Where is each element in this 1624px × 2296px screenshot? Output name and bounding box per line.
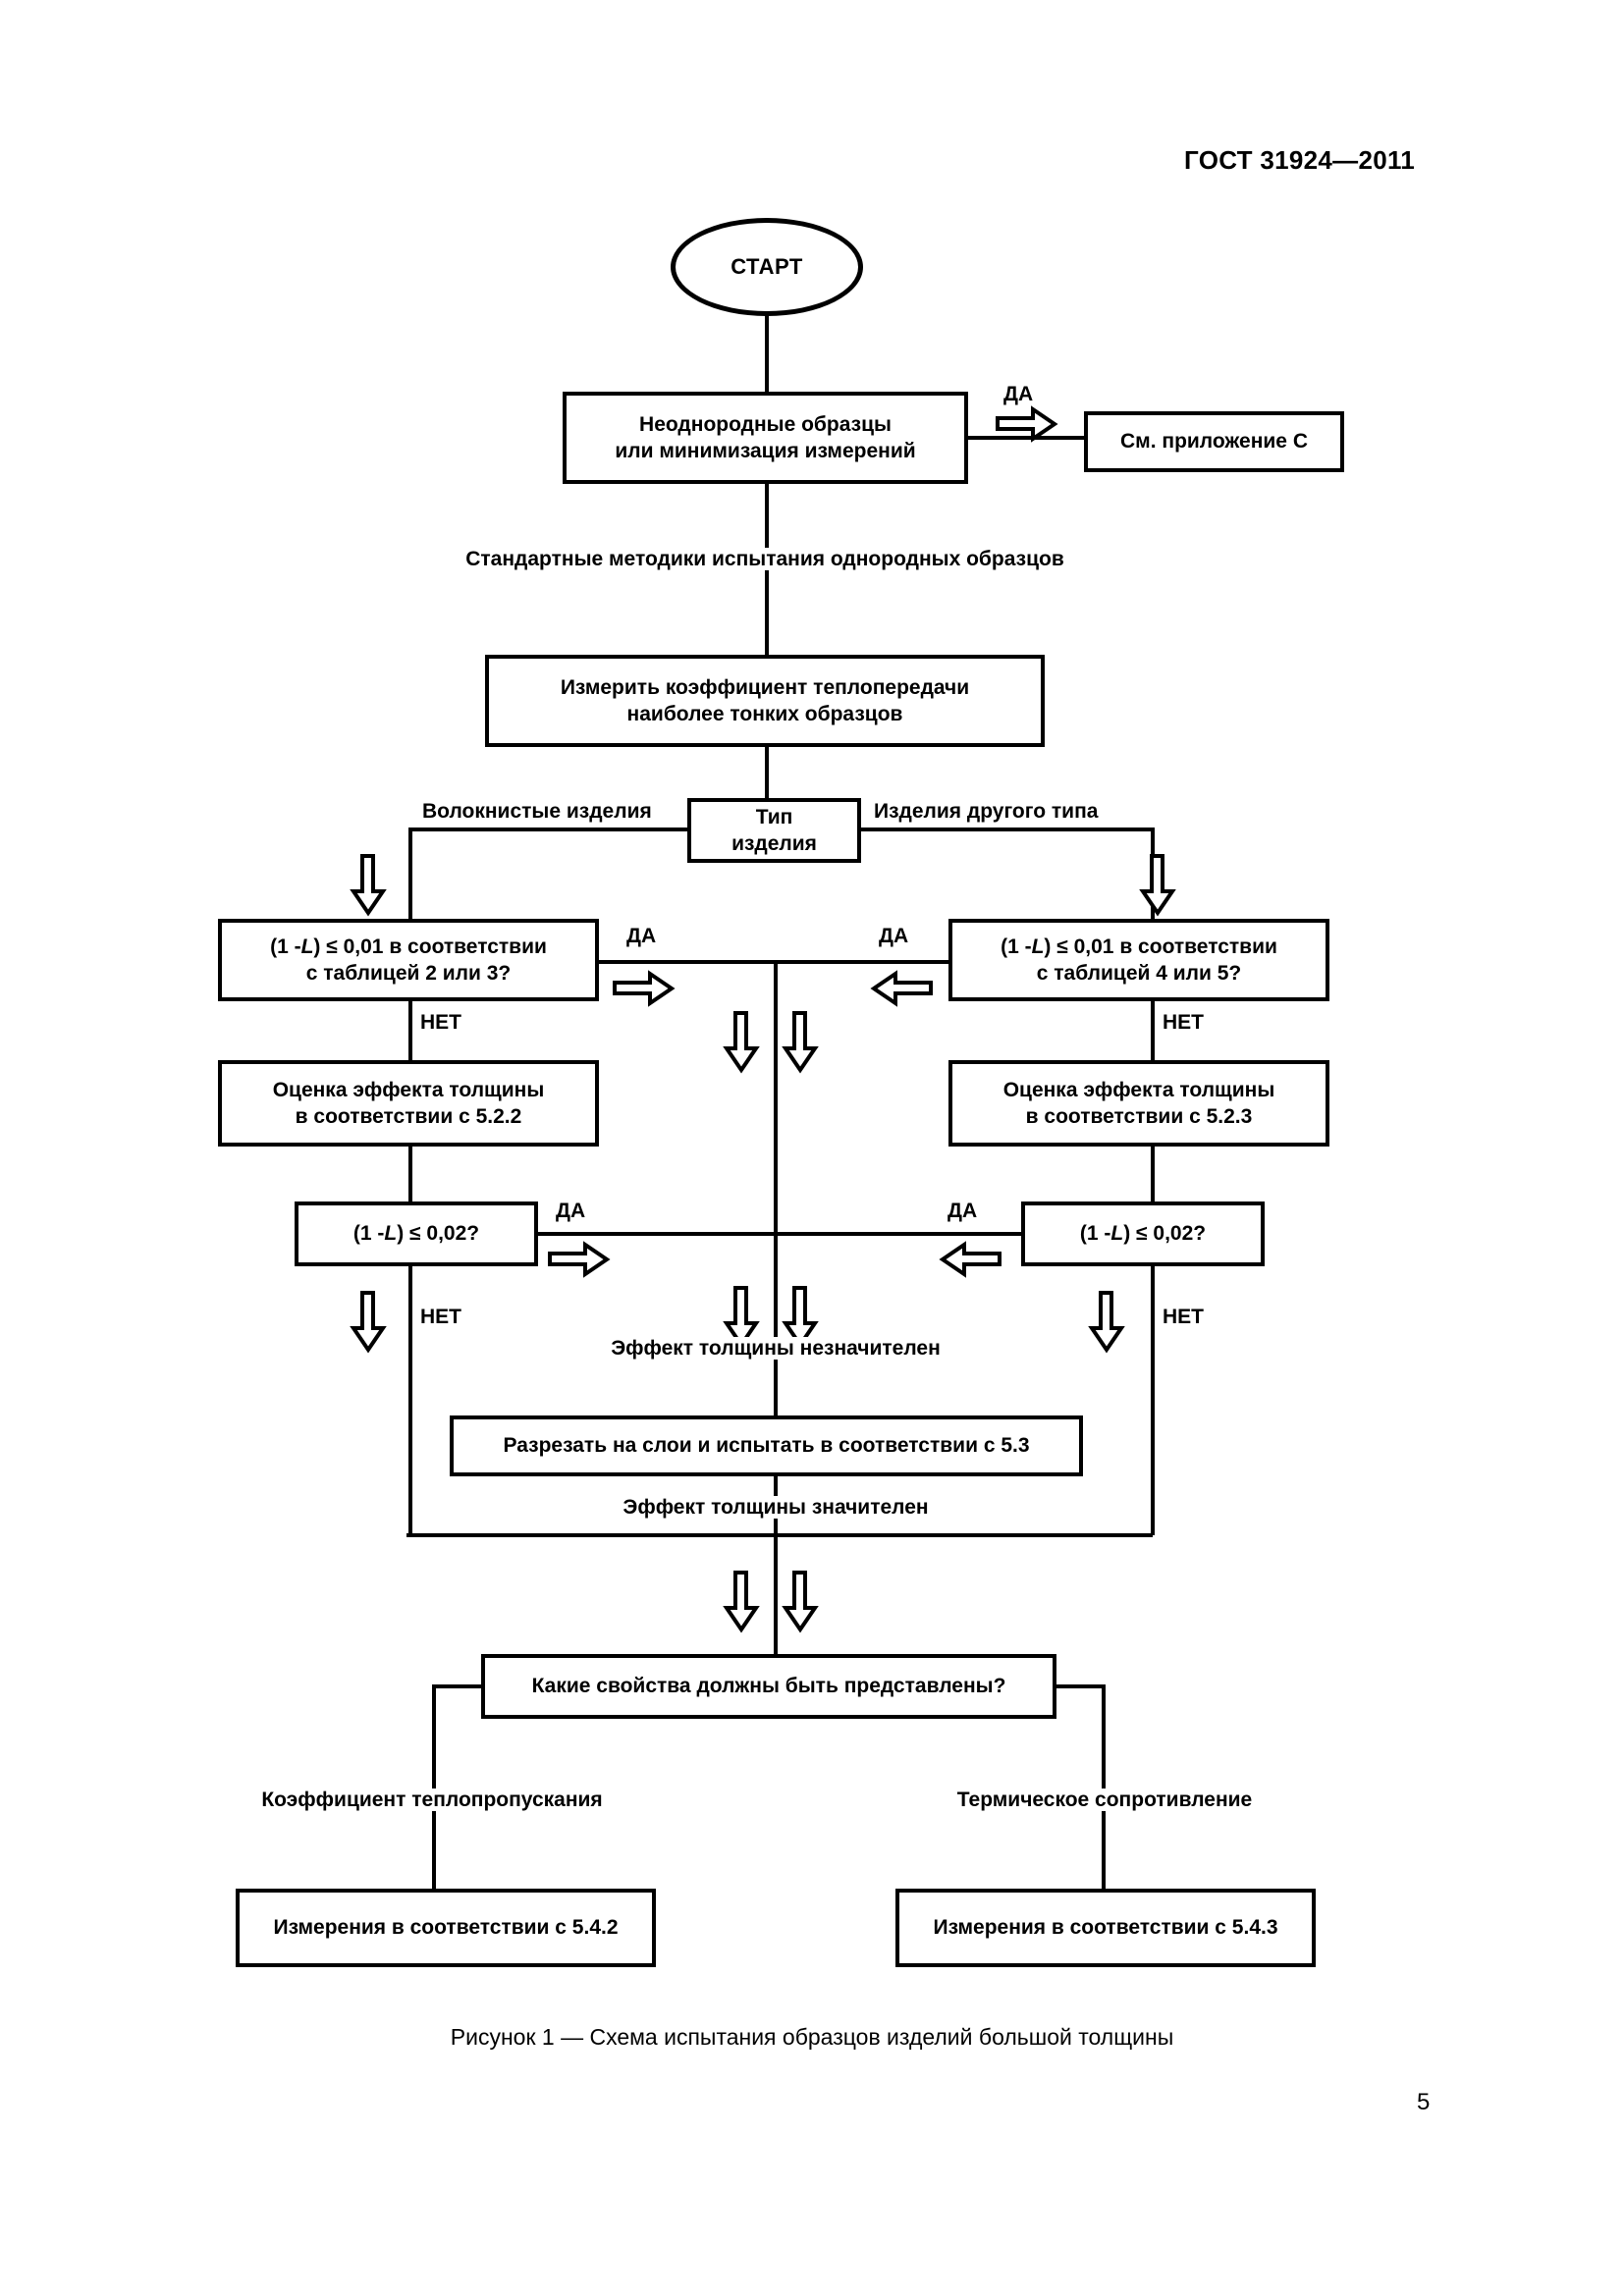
node-evaluate-right-523-line2: в соответствии с 5.2.3	[1025, 1105, 1253, 1128]
node-evaluate-left-522-line2: в соответствии с 5.2.2	[295, 1105, 522, 1128]
node-condition-left-001-line2: с таблицей 2 или 3?	[305, 962, 512, 985]
label-fibrous-products: Волокнистые изделия	[422, 800, 652, 824]
arrow-right-icon-left-001	[613, 970, 676, 1007]
edge-label-no-right-002: НЕТ	[1163, 1306, 1204, 1329]
node-inhomogeneous-samples: Неоднородные образцы или минимизация изм…	[563, 392, 968, 484]
edge-measure-to-product-type	[765, 745, 769, 800]
edge-left-002-no	[408, 1264, 412, 1535]
edge-properties-right-bus	[1053, 1684, 1106, 1688]
label-thermal-resistance: Термическое сопротивление	[898, 1789, 1311, 1812]
arrow-down-icon-right-branch	[1139, 854, 1176, 917]
node-evaluate-left-522-line1: Оценка эффекта толщины	[272, 1078, 545, 1101]
node-condition-left-002-text: (1 - L) ≤ 0,02?	[352, 1222, 480, 1246]
node-measure-543: Измерения в соответствии с 5.4.3	[895, 1889, 1316, 1967]
edge-label-yes-left-001: ДА	[626, 925, 657, 948]
edge-label-yes-top: ДА	[1003, 383, 1034, 406]
node-product-type: Тип изделия	[687, 798, 861, 863]
node-product-type-line1: Тип	[755, 805, 793, 828]
edge-eval-right-to-cond002	[1151, 1145, 1155, 1203]
edge-left-001-yes	[597, 960, 774, 964]
node-condition-right-001: (1 - L) ≤ 0,01 в соответствии с таблицей…	[948, 919, 1329, 1001]
node-cut-layers-label: Разрезать на слои и испытать в соответст…	[503, 1434, 1030, 1458]
edge-left-branch-drop	[408, 828, 412, 919]
arrow-down-icon-middle-right-001	[782, 1011, 819, 1074]
edge-label-no-left-002: НЕТ	[420, 1306, 461, 1329]
arrow-down-icon-left-002-no	[350, 1291, 387, 1354]
edge-left-001-no	[408, 999, 412, 1060]
label-thermal-transmittance: Коэффициент теплопропускания	[226, 1789, 638, 1812]
arrow-down-icon-left-branch	[350, 854, 387, 917]
node-cut-layers: Разрезать на слои и испытать в соответст…	[450, 1415, 1083, 1476]
arrow-down-icon-middle-left-001	[723, 1011, 760, 1074]
node-annex-c: См. приложение С	[1084, 411, 1344, 472]
page-number: 5	[1417, 2089, 1431, 2115]
node-evaluate-right-523-line1: Оценка эффекта толщины	[1002, 1078, 1275, 1101]
edge-product-type-right-bus	[860, 828, 1155, 831]
node-measure-coefficient: Измерить коэффициент теплопередачи наибо…	[485, 655, 1045, 747]
edge-right-002-yes	[774, 1232, 1023, 1236]
node-product-type-line2: изделия	[731, 832, 817, 855]
node-measure-coefficient-line1: Измерить коэффициент теплопередачи	[560, 675, 970, 699]
node-condition-right-002: (1 - L) ≤ 0,02?	[1021, 1201, 1265, 1266]
edge-inhomogeneous-to-annex-c	[966, 436, 1084, 440]
arrow-left-icon-right-002	[939, 1241, 1001, 1278]
edge-product-type-left-bus	[410, 828, 688, 831]
edge-middle-spine	[774, 960, 778, 1588]
arrow-down-icon-right-002-no	[1088, 1291, 1125, 1354]
arrow-down-icon-properties-right	[782, 1571, 819, 1633]
edge-bottom-collect-rail	[406, 1533, 1153, 1537]
label-effect-insignificant: Эффект толщины незначителен	[511, 1337, 1041, 1361]
variable-L: L	[384, 1222, 398, 1246]
node-inhomogeneous-line2: или минимизация измерений	[615, 440, 916, 462]
edge-label-yes-right-001: ДА	[879, 925, 909, 948]
edge-properties-left-drop	[432, 1684, 436, 1891]
variable-L: L	[1031, 934, 1045, 958]
node-start-label: СТАРТ	[731, 254, 803, 279]
arrow-left-icon-right-001	[870, 970, 933, 1007]
node-condition-right-001-line1: (1 - L) ≤ 0,01 в соответствии	[1001, 934, 1277, 958]
label-standard-methods: Стандартные методики испытания однородны…	[416, 548, 1113, 571]
node-evaluate-left-522: Оценка эффекта толщины в соответствии с …	[218, 1060, 599, 1147]
node-measure-542-label: Измерения в соответствии с 5.4.2	[273, 1916, 619, 1940]
node-which-properties-label: Какие свойства должны быть представлены?	[531, 1675, 1006, 1698]
node-measure-coefficient-line2: наиболее тонких образцов	[626, 703, 903, 725]
node-condition-left-002: (1 - L) ≤ 0,02?	[295, 1201, 538, 1266]
arrow-down-icon-middle-left-002	[723, 1286, 760, 1349]
node-evaluate-right-523: Оценка эффекта толщины в соответствии с …	[948, 1060, 1329, 1147]
document-header-standard-number: ГОСТ 31924—2011	[1184, 145, 1416, 175]
edge-properties-left-bus	[432, 1684, 485, 1688]
node-inhomogeneous-line1: Неоднородные образцы	[639, 412, 892, 436]
arrow-down-icon-middle-right-002	[782, 1286, 819, 1349]
edge-spine-to-properties	[774, 1533, 778, 1656]
node-condition-right-002-text: (1 - L) ≤ 0,02?	[1079, 1222, 1207, 1246]
edge-eval-left-to-cond002	[408, 1145, 412, 1203]
edge-right-001-yes	[774, 960, 950, 964]
arrow-right-icon-left-002	[548, 1241, 611, 1278]
node-condition-left-001-line1: (1 - L) ≤ 0,01 в соответствии	[270, 934, 547, 958]
node-condition-left-001: (1 - L) ≤ 0,01 в соответствии с таблицей…	[218, 919, 599, 1001]
edge-left-002-yes	[536, 1232, 774, 1236]
edge-properties-right-drop	[1102, 1684, 1106, 1891]
variable-L: L	[1110, 1222, 1124, 1246]
figure-caption: Рисунок 1 — Схема испытания образцов изд…	[450, 2024, 1174, 2050]
edge-right-002-no	[1151, 1264, 1155, 1535]
node-condition-right-001-line2: с таблицей 4 или 5?	[1036, 962, 1242, 985]
label-effect-significant: Эффект толщины значителен	[511, 1496, 1041, 1520]
arrow-down-icon-properties-left	[723, 1571, 760, 1633]
node-measure-542: Измерения в соответствии с 5.4.2	[236, 1889, 656, 1967]
edge-label-no-left-001: НЕТ	[420, 1011, 461, 1035]
edge-label-no-right-001: НЕТ	[1163, 1011, 1204, 1035]
edge-right-001-no	[1151, 999, 1155, 1060]
node-start: СТАРТ	[671, 218, 863, 316]
arrow-right-icon-annex-c	[996, 405, 1058, 443]
node-which-properties: Какие свойства должны быть представлены?	[481, 1654, 1056, 1719]
node-measure-543-label: Измерения в соответствии с 5.4.3	[933, 1916, 1278, 1940]
edge-start-to-inhomogeneous	[765, 314, 769, 393]
label-other-products: Изделия другого типа	[874, 800, 1099, 824]
edge-label-yes-right-002: ДА	[947, 1200, 978, 1223]
edge-label-yes-left-002: ДА	[556, 1200, 586, 1223]
node-annex-c-label: См. приложение С	[1120, 430, 1308, 454]
variable-L: L	[300, 934, 314, 958]
